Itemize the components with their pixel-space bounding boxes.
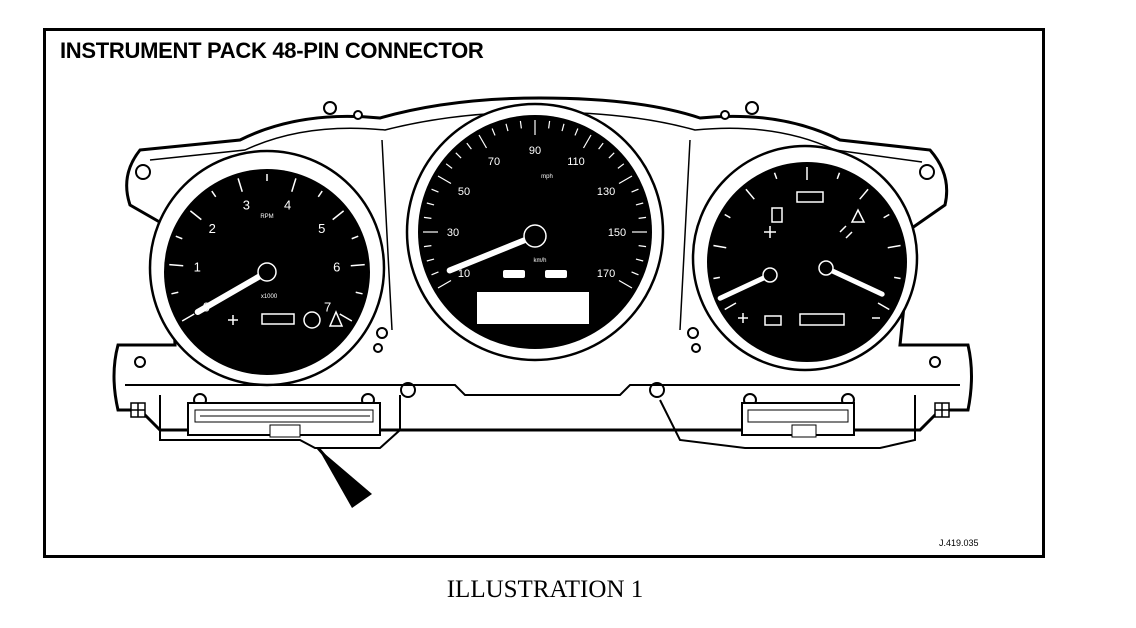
tachometer-label: 4: [284, 198, 291, 213]
tachometer-label: 1: [194, 259, 201, 274]
center-panel: [381, 139, 691, 331]
speedometer-tick: [631, 188, 639, 193]
speedometer-tick: [617, 163, 625, 169]
speedometer-tick: [505, 123, 509, 132]
speedometer-tick: [618, 175, 633, 185]
tachometer-tick: [181, 313, 195, 322]
speedometer-scale: 10 30 50 70 90 110 130 150 170: [447, 145, 626, 280]
tachometer-tick: [355, 291, 363, 295]
tachometer-tick: [211, 190, 217, 198]
speedometer-tick: [608, 152, 615, 159]
speedometer-tick: [635, 258, 644, 262]
figure-title: INSTRUMENT PACK 48-PIN CONNECTOR: [60, 38, 484, 63]
tachometer-tick: [332, 210, 345, 221]
aux-gauge-ticks: [713, 167, 901, 311]
tachometer-tick: [339, 313, 353, 322]
speedometer-tick: [635, 202, 644, 206]
aux-gauge-tick: [887, 244, 901, 249]
speedometer-tick: [431, 271, 439, 276]
speedometer-tick: [598, 142, 604, 150]
tachometer-tick: [171, 291, 179, 295]
speedometer-label: 50: [458, 186, 470, 198]
speedometer-tick: [548, 120, 551, 129]
tachometer-tick: [317, 190, 323, 198]
speedometer-label: 150: [608, 227, 626, 239]
speedometer-tick: [638, 245, 647, 248]
speedometer-tick: [618, 279, 633, 289]
figure-code: J.419.035: [939, 538, 979, 548]
fuel-hub: [762, 267, 778, 283]
speedometer-label: 70: [488, 156, 500, 168]
speedometer-label: 110: [567, 156, 585, 168]
speedometer-tick: [466, 142, 472, 150]
tachometer-warning-lamps: [228, 310, 344, 329]
aux-gauge-tick: [713, 276, 720, 280]
connector-48-pin: [159, 395, 401, 449]
aux-gauge-warning-lamps: [738, 191, 880, 326]
speedometer-tick: [437, 175, 452, 185]
speedometer-tick: [426, 202, 435, 206]
speedometer-label: 10: [458, 268, 470, 280]
tachometer-label: 6: [333, 259, 340, 274]
speedometer-tick: [631, 271, 639, 276]
speedometer-tick: [426, 258, 435, 262]
aux-gauge-tick: [724, 302, 737, 311]
aux-gauge-tick: [773, 172, 778, 180]
tachometer-tick: [189, 210, 202, 221]
speedometer-tick: [574, 128, 579, 136]
tachometer-label: 5: [318, 221, 325, 236]
aux-gauge-tick: [859, 188, 869, 200]
speedometer-label: 90: [529, 145, 541, 157]
tachometer-tick: [291, 178, 297, 192]
speedometer-label: 30: [447, 227, 459, 239]
aux-gauge-tick: [713, 244, 727, 249]
speedometer-tick: [445, 163, 453, 169]
tachometer-unit: RPM: [260, 214, 273, 220]
speedometer-tick: [423, 216, 432, 219]
tachometer-tick: [175, 235, 183, 240]
corner-connectors: [130, 402, 950, 418]
speedometer-indicators: [503, 270, 567, 278]
speedometer-tick: [638, 216, 647, 219]
speedometer-tick: [478, 134, 488, 149]
speedometer-tick: [455, 152, 462, 159]
lower-board: [125, 384, 960, 396]
tachometer-hub: [257, 262, 277, 282]
speedometer-label: 130: [597, 186, 615, 198]
speedometer-tick: [437, 279, 452, 289]
speedometer-label: 170: [597, 268, 615, 280]
speedometer-hub: [523, 224, 547, 248]
tachometer-label: 3: [243, 198, 250, 213]
tachometer-ticks: [169, 174, 365, 322]
speedometer-tick: [491, 128, 496, 136]
aux-gauge-tick: [877, 302, 890, 311]
aux-gauge-tick: [745, 188, 755, 200]
aux-gauge-tick: [724, 213, 731, 219]
tachometer-tick: [350, 263, 365, 267]
aux-gauge-tick: [836, 172, 841, 180]
tachometer-tick: [351, 235, 359, 240]
tachometer-label: 2: [209, 221, 216, 236]
aux-gauge-tick: [883, 213, 890, 219]
odometer-display: [477, 292, 589, 324]
tachometer-tick: [237, 178, 243, 192]
tachometer-sub-unit: x1000: [261, 294, 278, 300]
speedometer-tick: [519, 120, 522, 129]
speedometer-tick: [431, 188, 439, 193]
speedometer-tick: [561, 123, 565, 132]
speedometer-unit-mph: mph: [541, 174, 553, 180]
temperature-hub: [818, 260, 834, 276]
connector-callout-stem: [316, 447, 348, 481]
connector-secondary: [659, 395, 916, 449]
tachometer-tick: [169, 263, 184, 267]
speedometer-tick: [423, 245, 432, 248]
speedometer-ticks: [423, 120, 647, 289]
figure-caption: ILLUSTRATION 1: [446, 576, 644, 603]
speedometer-tick: [582, 134, 592, 149]
speedometer-unit-kmh: km/h: [533, 258, 546, 264]
aux-gauge-tick: [894, 276, 901, 280]
tachometer-label: 7: [324, 300, 331, 315]
